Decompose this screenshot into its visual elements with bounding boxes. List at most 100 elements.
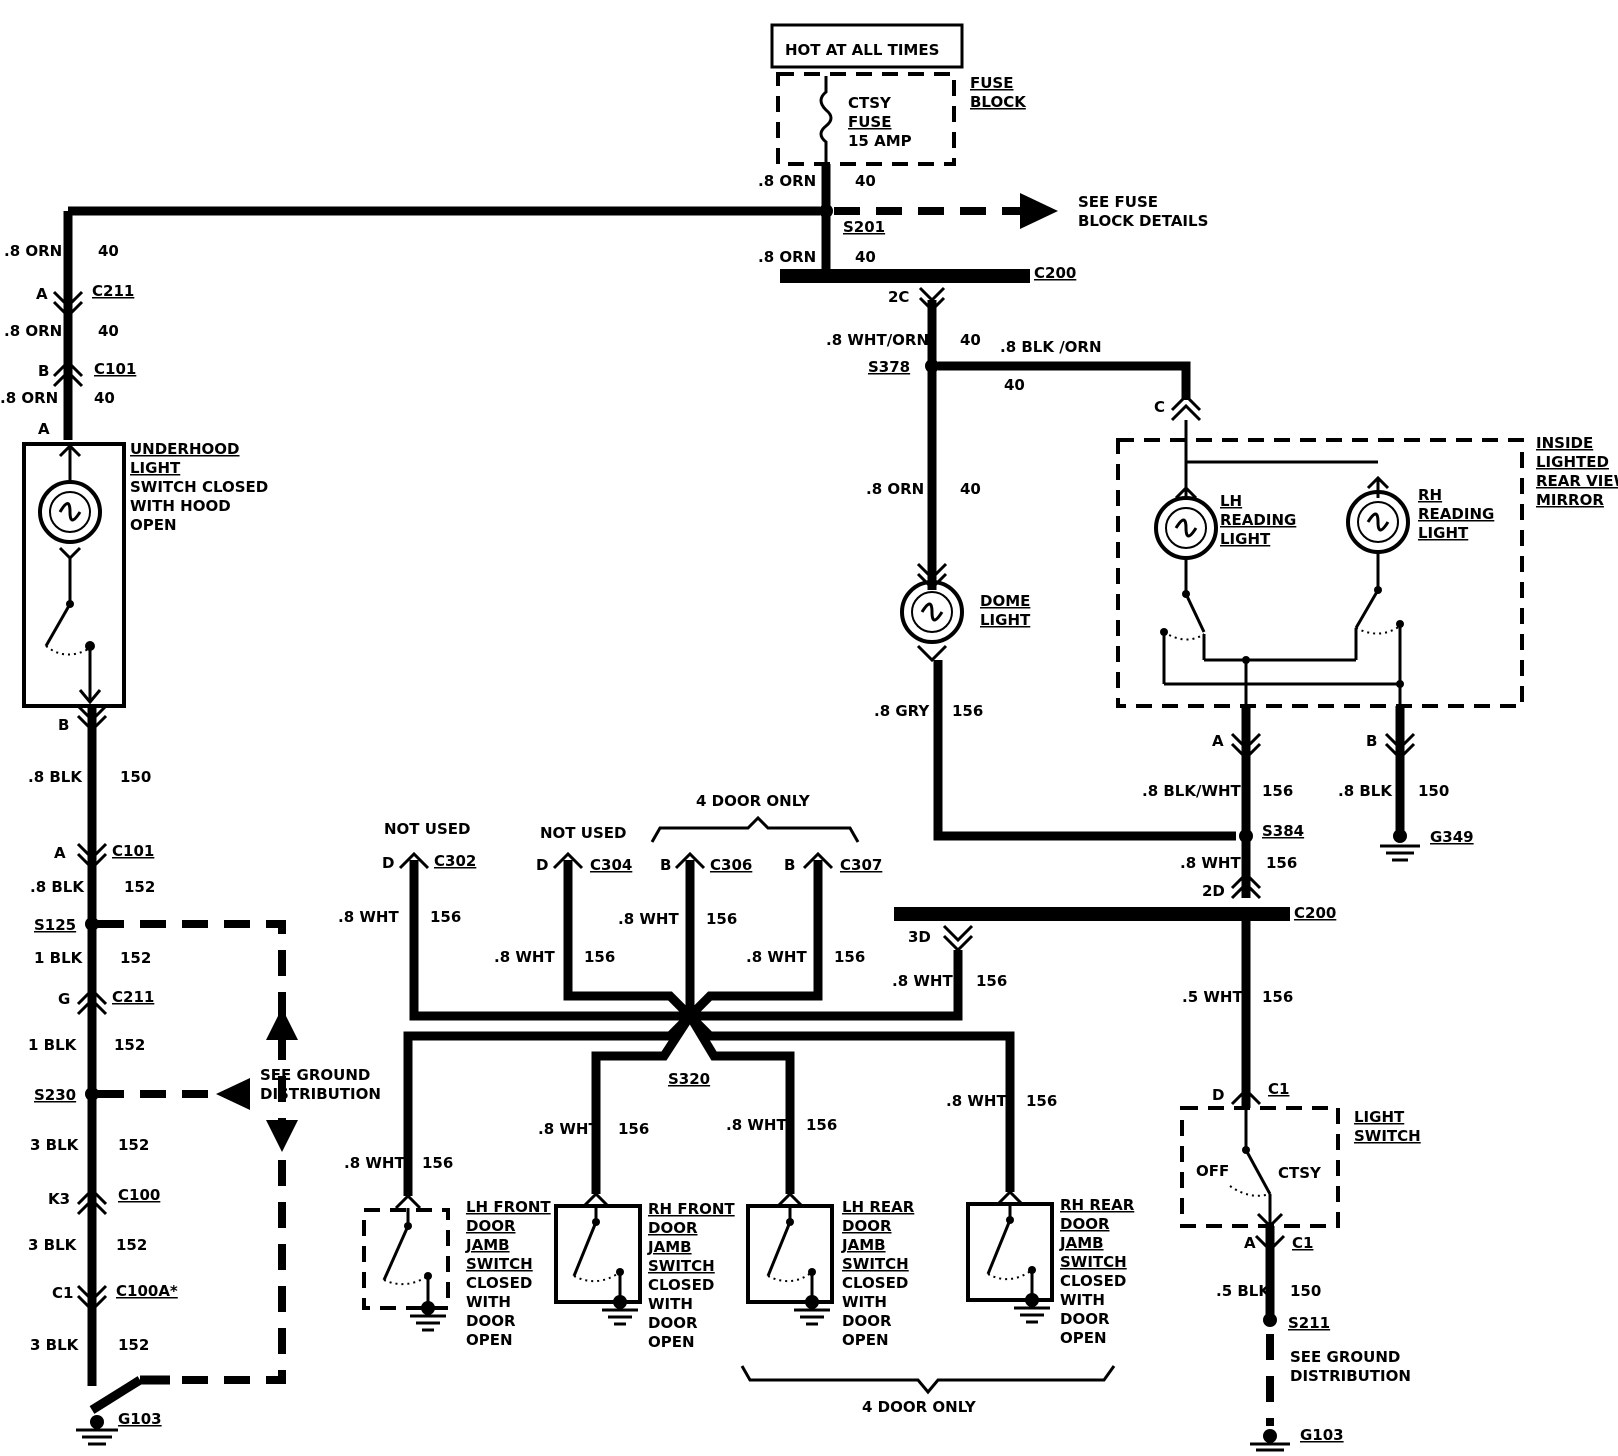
arrow-down-icon: [266, 1120, 298, 1152]
label-c211-top: C211: [92, 282, 134, 300]
rh-rear-7: DOOR: [1060, 1310, 1110, 1328]
light-switch-contact-icon: [1244, 1149, 1272, 1195]
rh-front-switch-box: [554, 1204, 642, 1304]
label-40-4: 40: [98, 322, 119, 340]
label-g103-right: G103: [1300, 1426, 1344, 1444]
pin-a-c211: A: [36, 285, 48, 303]
fuse-name-1: CTSY: [848, 94, 892, 112]
pin-b-c307: B: [784, 856, 795, 874]
label-156-3d: 156: [976, 972, 1007, 990]
pin-2d: 2D: [1202, 882, 1225, 900]
label-156-rhr: 156: [1026, 1092, 1057, 1110]
label-c307: C307: [840, 856, 882, 874]
fuse-block-label-1: FUSE: [970, 74, 1013, 92]
dome-label-2: LIGHT: [980, 611, 1031, 629]
four-door-brace-bottom: [740, 1365, 1116, 1395]
label-156-lhr: 156: [806, 1116, 837, 1134]
underhood-label-4: WITH HOOD: [130, 497, 231, 515]
label-blk-05: .5 BLK: [1216, 1282, 1271, 1300]
lh-front-7: DOOR: [466, 1312, 516, 1330]
label-c101-top: C101: [94, 360, 136, 378]
label-blk-wht: .8 BLK/WHT: [1142, 782, 1242, 800]
rh-reading-3: LIGHT: [1418, 524, 1469, 542]
label-blk-08b: .8 BLK: [30, 878, 85, 896]
label-orn-3: .8 ORN: [4, 242, 62, 260]
label-152-e: 152: [116, 1236, 147, 1254]
label-156-c304: 156: [584, 948, 615, 966]
pin-d-c302: D: [382, 854, 394, 872]
label-40-6: 40: [960, 331, 981, 349]
wire-dome-to-s384: [933, 660, 1236, 841]
splice-s201: [819, 204, 833, 218]
splice-s211: [1263, 1313, 1277, 1327]
label-wht-lhr: .8 WHT: [726, 1116, 787, 1134]
rh-reading-1: RH: [1418, 486, 1442, 504]
fuse-block-label-2: BLOCK: [970, 93, 1027, 111]
label-152-f: 152: [118, 1336, 149, 1354]
rh-front-4: SWITCH: [648, 1257, 715, 1275]
label-wht-c302: .8 WHT: [338, 908, 399, 926]
wire-to-c304: [563, 860, 694, 1020]
label-wht-lhf: .8 WHT: [344, 1154, 405, 1172]
rh-rear-5: CLOSED: [1060, 1272, 1126, 1290]
lh-rear-5: CLOSED: [842, 1274, 908, 1292]
mirror-box: [1116, 438, 1524, 708]
label-152-c: 152: [114, 1036, 145, 1054]
lh-reading-switch-icon: [1184, 593, 1206, 633]
pin-2c: 2C: [888, 288, 909, 306]
splice-s230: [85, 1087, 99, 1101]
label-s320: S320: [668, 1070, 710, 1088]
switch-ctsy-label: CTSY: [1278, 1164, 1322, 1182]
label-wht-05: .5 WHT: [1182, 988, 1243, 1006]
rh-front-2: DOOR: [648, 1219, 698, 1237]
rh-front-3: JAMB: [647, 1238, 692, 1256]
pin-a-underhood: A: [38, 420, 50, 438]
pin-a-c101: A: [54, 844, 66, 862]
lh-rear-3: JAMB: [841, 1236, 886, 1254]
see-ground-right-1: SEE GROUND: [1290, 1348, 1400, 1366]
see-ground-right-2: DISTRIBUTION: [1290, 1367, 1411, 1385]
wire-to-c302: [409, 860, 690, 1021]
label-150-switch: 150: [1290, 1282, 1321, 1300]
not-used-c302: NOT USED: [384, 820, 470, 838]
see-ground-left-1: SEE GROUND: [260, 1066, 370, 1084]
label-blk-orn: .8 BLK /ORN: [1000, 338, 1102, 356]
connector-c101-lower: [76, 842, 108, 871]
wire-3d-to-s320: [690, 950, 963, 1021]
lh-front-5: CLOSED: [466, 1274, 532, 1292]
see-fuse-block-2: BLOCK DETAILS: [1078, 212, 1208, 230]
mirror-label-4: MIRROR: [1536, 491, 1604, 509]
label-s211: S211: [1288, 1314, 1330, 1332]
lh-front-2: DOOR: [466, 1217, 516, 1235]
mirror-label-1: INSIDE: [1536, 434, 1593, 452]
label-blk-3b: 3 BLK: [28, 1236, 78, 1254]
label-wht-c307: .8 WHT: [746, 948, 807, 966]
label-156-c: 156: [1266, 854, 1297, 872]
rh-rear-4: SWITCH: [1060, 1253, 1127, 1271]
label-wht-orn: .8 WHT/ORN: [826, 331, 929, 349]
splice-s125: [85, 917, 99, 931]
lh-rear-8: OPEN: [842, 1331, 889, 1349]
label-152-b: 152: [120, 949, 151, 967]
label-s230: S230: [34, 1086, 76, 1104]
arrow-left-icon: [216, 1078, 250, 1110]
label-c302: C302: [434, 852, 476, 870]
label-wht-c304: .8 WHT: [494, 948, 555, 966]
label-c101-lower: C101: [112, 842, 154, 860]
label-orn-5: .8 ORN: [0, 389, 58, 407]
label-blk-08: .8 BLK: [28, 768, 83, 786]
pin-g-c211: G: [58, 990, 70, 1008]
fuse-block-box: [776, 72, 956, 166]
rh-rear-1: RH REAR: [1060, 1196, 1135, 1214]
label-c100a: C100A*: [116, 1282, 178, 1300]
label-c304: C304: [590, 856, 632, 874]
label-blk-08-mirror: .8 BLK: [1338, 782, 1393, 800]
lh-front-3: JAMB: [465, 1236, 510, 1254]
hot-at-all-times-label: HOT AT ALL TIMES: [785, 41, 939, 59]
label-wht-a: .8 WHT: [1180, 854, 1241, 872]
wire-to-lh-rear: [686, 1013, 795, 1194]
label-152-a: 152: [124, 878, 155, 896]
rh-reading-switch-icon: [1354, 589, 1380, 629]
label-40-2: 40: [855, 248, 876, 266]
rh-front-7: DOOR: [648, 1314, 698, 1332]
